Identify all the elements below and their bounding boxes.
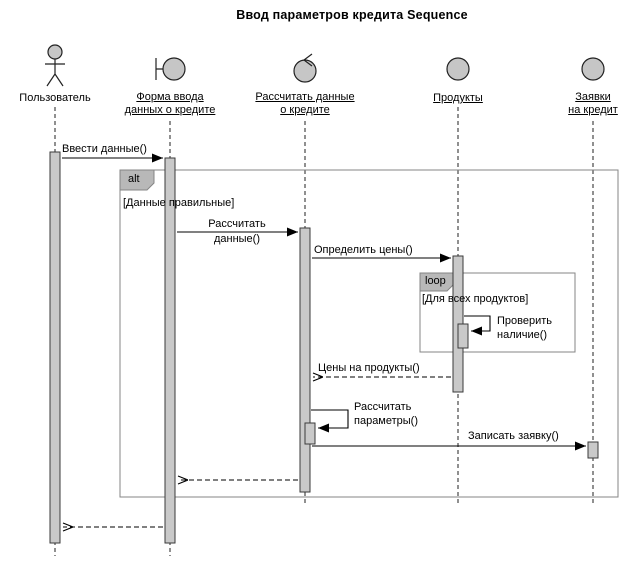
message-label-enter-data: Ввести данные(): [62, 143, 147, 155]
activation-user: [49, 151, 61, 544]
control-icon: [293, 53, 317, 83]
message-label-write-request: Записать заявку(): [468, 430, 559, 442]
loop-operator-label: loop: [425, 275, 446, 287]
activation-calc: [299, 227, 311, 493]
boundary-icon: [155, 57, 186, 81]
lifeline-label-calc: Рассчитать данные о кредите: [255, 91, 355, 116]
loop-operator-tab: [419, 272, 455, 292]
alt-fragment-frame: [119, 169, 619, 498]
activation-requests: [587, 441, 599, 459]
message-label-calc-params: Рассчитать параметры(): [354, 401, 419, 427]
diagram-title: Ввод параметров кредита Sequence: [236, 8, 468, 22]
activation-form: [164, 157, 176, 544]
message-label-check-availability: Проверить наличие(): [497, 315, 553, 341]
alt-guard-label: [Данные правильные]: [123, 197, 235, 209]
entity-icon-products: [446, 57, 470, 81]
activation-products-self: [457, 323, 469, 349]
message-calc-params-self-arrow: [311, 409, 349, 433]
lifeline-label-products: Продукты: [433, 92, 483, 104]
lifeline-label-user: Пользователь: [19, 92, 91, 104]
message-label-calc-data: Рассчитать данные(): [208, 218, 266, 245]
entity-icon-requests: [581, 57, 605, 81]
loop-guard-label: [Для всех продуктов]: [422, 293, 529, 305]
alt-operator-tab: [119, 169, 155, 191]
message-check-availability-self-arrow: [464, 315, 491, 336]
lifeline-label-form: Форма ввода данных о кредите: [124, 91, 216, 116]
message-label-product-prices: Цены на продукты(): [318, 362, 420, 374]
lifeline-label-requests: Заявки на кредит: [568, 91, 618, 116]
alt-operator-label: alt: [128, 173, 140, 185]
message-label-determine-prices: Определить цены(): [314, 244, 413, 256]
loop-fragment-frame: [419, 272, 576, 353]
activation-calc-self: [304, 422, 316, 445]
actor-icon: [45, 44, 65, 87]
